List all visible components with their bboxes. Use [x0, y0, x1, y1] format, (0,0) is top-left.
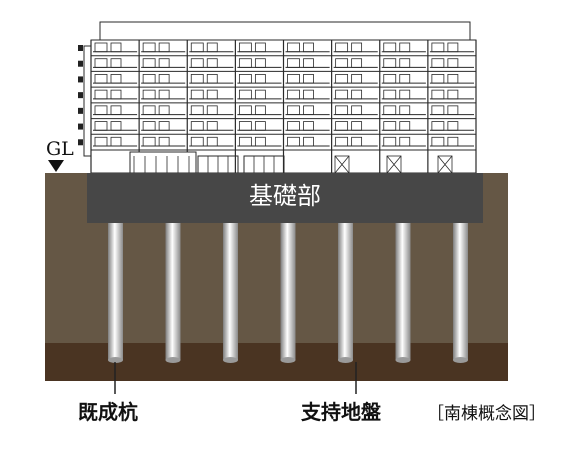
pile-tip: [395, 357, 411, 363]
diagram-note: ［南棟概念図］: [427, 404, 546, 424]
pile-tip: [165, 357, 181, 363]
side-window: [78, 92, 83, 99]
pile-caption: 既成杭: [78, 400, 138, 424]
pile: [223, 222, 238, 360]
foundation-slab: [87, 173, 483, 223]
side-window: [78, 60, 83, 67]
service-panel-cross: [386, 155, 402, 174]
entrance-canopy: [129, 151, 197, 174]
building-elevation: [78, 21, 477, 174]
service-panel-cross: [334, 155, 350, 174]
ground-level-label: GL: [46, 138, 74, 160]
side-window: [78, 139, 83, 146]
foundation-label: 基礎部: [249, 182, 321, 210]
bearing-layer-caption: 支持地盤: [301, 400, 381, 424]
ground-level-marker-icon: [48, 160, 64, 172]
side-window: [78, 123, 83, 130]
pile: [165, 222, 181, 360]
building-side-wing: [83, 45, 92, 157]
service-panel-cross: [437, 155, 453, 174]
pile: [280, 222, 296, 360]
pile: [338, 222, 353, 360]
pile: [108, 222, 123, 360]
pile: [395, 222, 411, 360]
pile-tip: [108, 357, 123, 363]
building-roof: [99, 21, 471, 41]
pile-tip: [280, 357, 296, 363]
side-window: [78, 76, 83, 83]
pile-tip: [453, 357, 468, 363]
pile: [453, 222, 468, 360]
side-window: [78, 107, 83, 114]
pile-tip: [338, 357, 353, 363]
side-window: [78, 45, 83, 51]
piles: [108, 222, 468, 363]
pile-tip: [223, 357, 238, 363]
